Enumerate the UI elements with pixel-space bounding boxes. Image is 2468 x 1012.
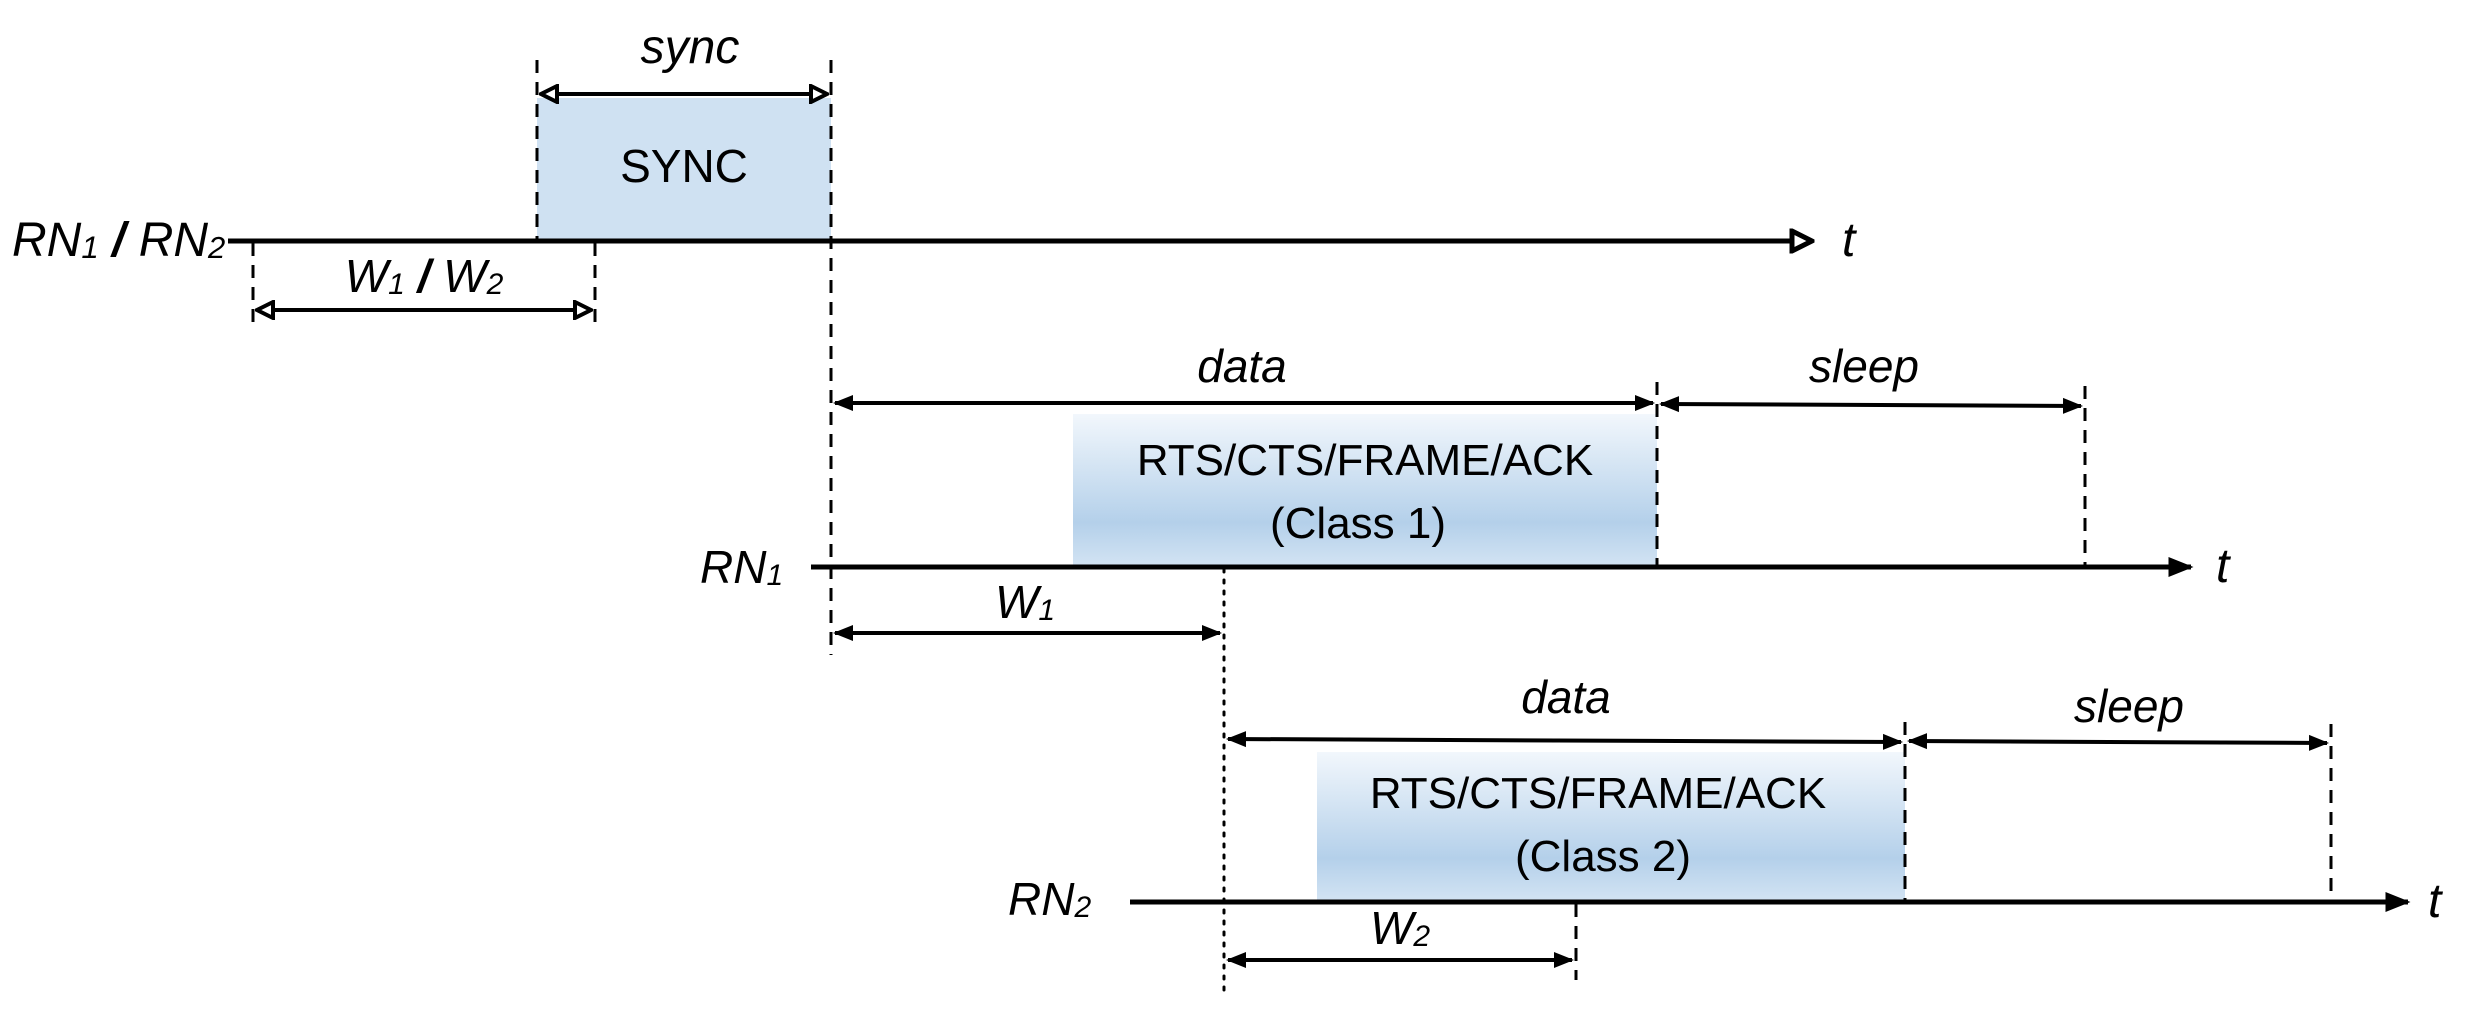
rn1-data-label: data: [1197, 340, 1287, 392]
rn1-block-line2: (Class 1): [1270, 499, 1446, 548]
rn1-transmission-block: [1073, 414, 1657, 565]
rn1-block-line1: RTS/CTS/FRAME/ACK: [1137, 436, 1593, 485]
rn2-sleep-label: sleep: [2074, 680, 2184, 732]
rn2-node-label: RN2: [1008, 873, 1091, 925]
rn1-node-label: RN1: [700, 541, 783, 593]
rn2-data-arrow: [1226, 731, 1903, 750]
rn2-row: RTS/CTS/FRAME/ACK (Class 2) data sleep t…: [1008, 671, 2443, 980]
rn1-sleep-arrow: [1659, 396, 2083, 414]
rn2-wait-label: W2: [1370, 902, 1430, 954]
rn1-axis-t-label: t: [2216, 540, 2231, 593]
sync-block: [537, 98, 831, 241]
wait-interval-label: W1 / W2: [345, 250, 504, 302]
rn2-axis-t-label: t: [2428, 875, 2443, 928]
sync-block-label: SYNC: [620, 140, 748, 192]
rn1-row: RTS/CTS/FRAME/ACK (Class 1) data sleep t…: [700, 340, 2231, 997]
rn2-block-line2: (Class 2): [1515, 832, 1691, 881]
rn2-block-line1: RTS/CTS/FRAME/ACK: [1370, 769, 1826, 818]
rn1-wait-label: W1: [995, 576, 1055, 628]
sync-interval-label: sync: [641, 21, 740, 74]
rn2-sleep-arrow: [1907, 733, 2329, 751]
top-node-label: RN1 / RN2: [12, 214, 225, 267]
top-row: SYNC sync t RN1 / RN2 W1 / W2: [12, 21, 1857, 655]
rn2-transmission-block: [1317, 752, 1905, 900]
top-axis-t-label: t: [1842, 214, 1857, 267]
rn1-sleep-label: sleep: [1809, 340, 1919, 392]
rn2-data-label: data: [1521, 671, 1611, 723]
